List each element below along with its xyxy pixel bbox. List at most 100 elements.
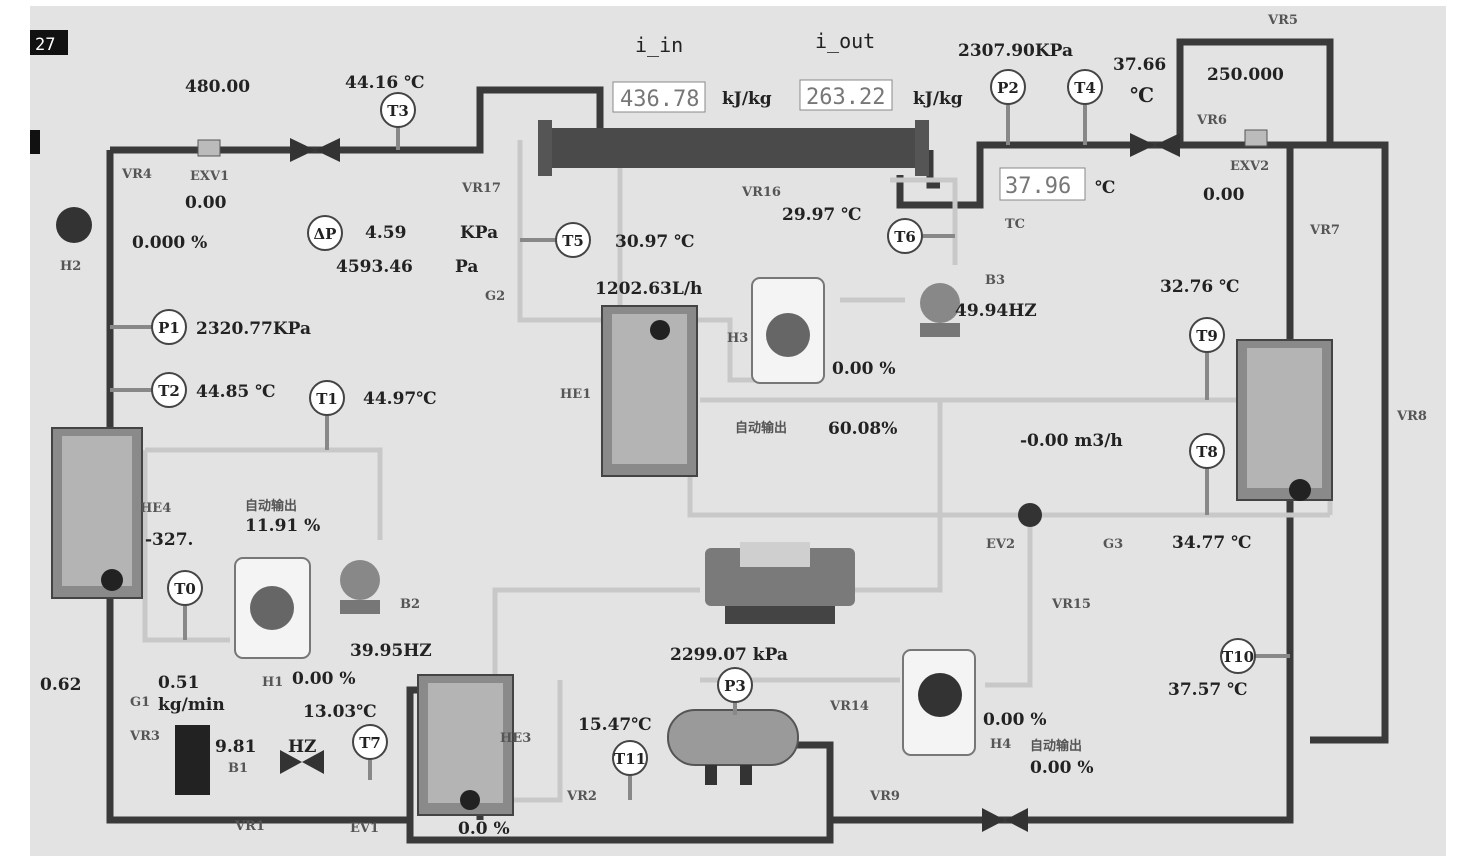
g2-flow: 1202.63L/h — [595, 279, 702, 299]
he4-reading: -327. — [145, 530, 193, 550]
t9-reading: 32.76 ℃ — [1160, 277, 1240, 297]
enthalpy-out-unit: kJ/kg — [913, 89, 963, 109]
sensor-p3[interactable]: P3 — [717, 667, 753, 715]
tag-h2: H2 — [60, 259, 81, 274]
tag-vr8: VR8 — [1396, 409, 1427, 424]
sensor-t7[interactable]: T7 — [352, 724, 388, 780]
tag-vr9: VR9 — [869, 789, 900, 804]
tc-box — [999, 167, 1086, 201]
tank-h3 — [751, 277, 825, 384]
h3-percent: 0.00 % — [832, 359, 895, 379]
svg-text:ΔP: ΔP — [314, 225, 337, 243]
tank-h1 — [234, 557, 311, 659]
tag-vr17: VR17 — [461, 181, 501, 196]
t2-reading: 44.85 ℃ — [196, 382, 276, 402]
svg-text:T3: T3 — [387, 102, 409, 120]
svg-text:T9: T9 — [1196, 327, 1218, 345]
tag-ev2: EV2 — [986, 537, 1015, 552]
h4-percent: 0.00 % — [983, 710, 1046, 730]
svg-text:P3: P3 — [724, 677, 746, 695]
tag-vr16: VR16 — [741, 185, 781, 200]
b3-frequency: 49.94HZ — [955, 301, 1037, 321]
t7-reading: 13.03℃ — [303, 702, 377, 722]
sensor-p2[interactable]: P2 — [990, 69, 1026, 145]
auto-output-1-value: 60.08% — [828, 419, 897, 439]
b1-unit: HZ — [288, 737, 316, 757]
tag-exv2: EXV2 — [1230, 159, 1269, 174]
tag-labels: VR1 VR2 VR3 VR4 VR5 VR6 VR7 VR8 VR9 VR14… — [60, 13, 1427, 836]
tag-vr1: VR1 — [234, 819, 265, 834]
sensor-t8[interactable]: T8 — [1189, 433, 1225, 515]
exv1-opening: 480.00 — [185, 77, 250, 97]
t11-reading: 15.47℃ — [578, 715, 652, 735]
sensor-t9[interactable]: T9 — [1189, 317, 1225, 400]
enthalpy-in-value: 436.78 — [620, 87, 699, 112]
g1-unit: kg/min — [158, 695, 225, 715]
b2-frequency: 39.95HZ — [350, 641, 432, 661]
plate-heat-exchanger-he3 — [417, 674, 514, 816]
t8-reading: 34.77 ℃ — [1172, 533, 1252, 553]
tag-ev1: EV1 — [350, 821, 379, 836]
tag-vr2: VR2 — [566, 789, 597, 804]
t3-reading: 44.16 ℃ — [345, 73, 425, 93]
h4-auto-value: 0.00 % — [1030, 758, 1093, 778]
sensor-dp[interactable]: ΔP — [307, 215, 343, 251]
expansion-valve-exv1[interactable] — [197, 139, 221, 157]
sensor-p1[interactable]: P1 — [110, 309, 187, 345]
sensor-t6[interactable]: T6 — [887, 218, 955, 254]
enthalpy-out-value: 263.22 — [806, 85, 885, 110]
tag-b2: B2 — [400, 597, 420, 612]
b1-frequency: 9.81 — [215, 737, 256, 757]
p2-reading: 2307.90KPa — [958, 41, 1073, 61]
svg-text:T2: T2 — [158, 382, 180, 400]
flow-m3h: -0.00 m3/h — [1020, 431, 1123, 451]
refrigerant-pipes — [106, 38, 1389, 844]
tag-vr14: VR14 — [829, 699, 869, 714]
tag-exv1: EXV1 — [190, 169, 229, 184]
enthalpy-in-box — [612, 81, 706, 113]
sensor-t10[interactable]: T10 — [1220, 638, 1290, 674]
sensor-t11[interactable]: T11 — [612, 740, 648, 800]
svg-text:T11: T11 — [614, 750, 646, 768]
t10-reading: 37.57 ℃ — [1168, 680, 1248, 700]
tag-g1: G1 — [130, 695, 150, 710]
ev1-percent: 0.0 % — [458, 819, 510, 839]
tag-vr4: VR4 — [121, 167, 152, 182]
expansion-valve-exv2[interactable] — [1244, 129, 1268, 147]
tag-b3: B3 — [985, 273, 1005, 288]
t4-unit: ℃ — [1130, 83, 1154, 107]
svg-text:T8: T8 — [1196, 443, 1218, 461]
sensor-t1[interactable]: T1 — [309, 380, 345, 450]
sensor-t4[interactable]: T4 — [1067, 69, 1103, 145]
enthalpy-out-label: i_out — [815, 29, 875, 53]
sensor-t3[interactable]: T3 — [380, 92, 416, 150]
tag-vr6: VR6 — [1196, 113, 1227, 128]
tag-vr3: VR3 — [129, 729, 160, 744]
g1-value: 0.51 — [158, 673, 199, 693]
compressor — [705, 542, 855, 624]
condenser-he2 — [538, 120, 929, 176]
svg-text:T10: T10 — [1222, 648, 1254, 666]
tag-h4: H4 — [990, 737, 1011, 752]
p3-reading: 2299.07 kPa — [670, 645, 788, 665]
svg-text:T6: T6 — [894, 228, 916, 246]
tag-vr5: VR5 — [1267, 13, 1298, 28]
plate-heat-exchanger-he2-right — [1236, 339, 1333, 501]
vessel-h2 — [56, 207, 92, 243]
tag-b1: B1 — [228, 761, 248, 776]
exv1-value: 0.00 — [185, 193, 227, 213]
sensor-t2[interactable]: T2 — [110, 372, 187, 408]
tag-he3: HE3 — [500, 731, 531, 746]
svg-text:T1: T1 — [316, 390, 338, 408]
p1-reading: 2320.77KPa — [196, 319, 311, 339]
t5-reading: 30.97 ℃ — [615, 232, 695, 252]
sensor-t0[interactable]: T0 — [167, 570, 203, 640]
tag-vr15: VR15 — [1051, 597, 1091, 612]
tag-h3: H3 — [727, 331, 748, 346]
tc-unit: ℃ — [1095, 178, 1115, 198]
sensor-t5[interactable]: T5 — [520, 222, 591, 258]
tag-vr7: VR7 — [1309, 223, 1340, 238]
pump-b3 — [920, 283, 960, 337]
left-edge-marker — [30, 130, 40, 154]
